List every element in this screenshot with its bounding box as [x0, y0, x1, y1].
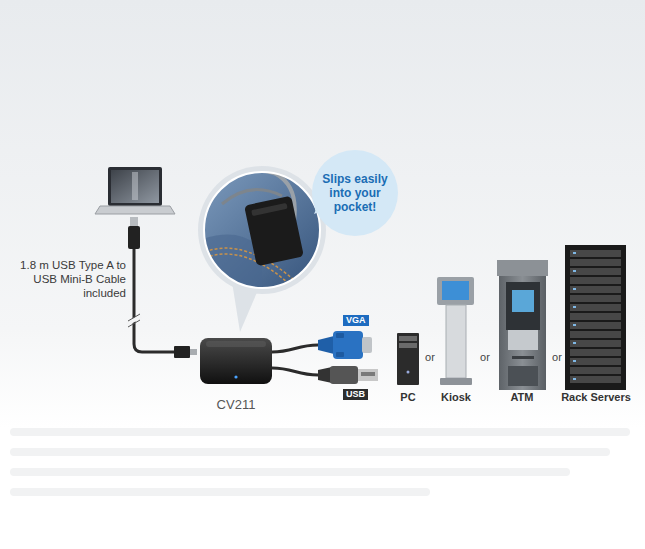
- atm: ATM: [494, 258, 550, 404]
- cable: [272, 345, 318, 352]
- cable: [272, 368, 318, 375]
- node-text: Slips easily into your pocket!: [317, 172, 393, 214]
- pc-tower: PC: [388, 330, 428, 404]
- or-label: or: [415, 351, 445, 364]
- node-text: Kiosk: [441, 391, 471, 404]
- or-label: or: [470, 351, 500, 364]
- speech-bubble: Slips easily into your pocket!: [312, 150, 398, 236]
- cable-note: 1.8 m USB Type A to USB Mini-B Cable inc…: [4, 258, 126, 300]
- usb-connector: USB: [318, 364, 380, 402]
- vga-connector: VGA: [318, 314, 378, 360]
- node-text: PC: [400, 391, 415, 404]
- kvm-adapter: CV211: [200, 338, 272, 412]
- node-text: VGA: [343, 315, 369, 326]
- rack-servers: Rack Servers: [558, 243, 634, 404]
- node-text: CV211: [217, 397, 256, 412]
- node-text: Rack Servers: [561, 391, 631, 404]
- kiosk: Kiosk: [430, 274, 482, 404]
- or-label: or: [542, 351, 572, 364]
- node-text: USB: [343, 389, 368, 400]
- node-text: ATM: [510, 391, 533, 404]
